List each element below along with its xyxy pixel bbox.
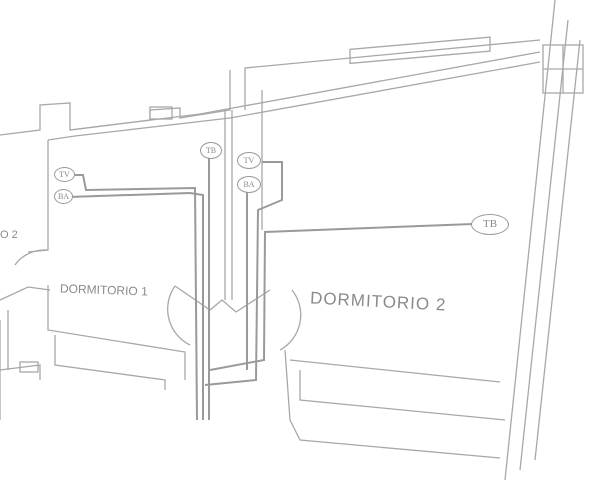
tb-outlet-dormitorio-2: TB [471,214,509,235]
exterior-walls [0,0,584,481]
dormitorio-1-walls [0,140,186,420]
ba-outlet-dormitorio-1: BA [54,189,73,204]
conduit-runs [67,158,474,421]
tv-outlet-dormitorio-2: TV [237,152,261,169]
room-label-partial: O 2 [0,229,18,241]
tv-outlet-dormitorio-1: TV [54,167,75,182]
ba-outlet-dormitorio-2: BA [237,176,261,193]
tb-outlet-corridor: TB [200,142,222,159]
dormitorio-2-walls [261,90,506,459]
corridor-walls [167,110,302,351]
